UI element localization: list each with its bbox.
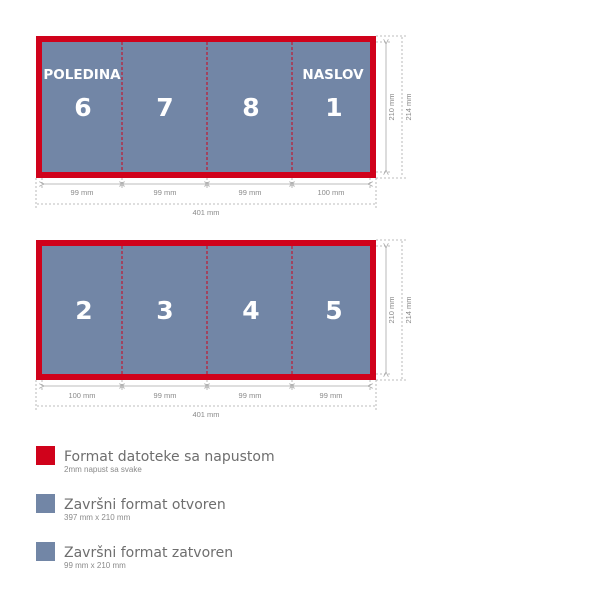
legend-subtitle: 2mm napust sa svake	[64, 465, 142, 474]
bottom-panel-number: 4	[242, 296, 259, 325]
bottom-panel-width-label: 100 mm	[68, 391, 95, 400]
legend: Format datoteke sa napustom 2mm napust s…	[36, 446, 275, 570]
bottom-panel-number: 2	[75, 296, 92, 325]
top-panel-number: 7	[156, 93, 173, 122]
bottom-panel-width-label: 99 mm	[320, 391, 343, 400]
legend-subtitle: 397 mm x 210 mm	[64, 513, 131, 522]
top-outer-height-label: 214 mm	[404, 93, 413, 120]
bottom-panel-number: 5	[325, 296, 342, 325]
bottom-layout: 2 3 4 5 100 mm 99 mm 99 mm 99 mm 401 mm	[35, 239, 413, 419]
top-panel-area	[42, 42, 370, 172]
bottom-panel-number: 3	[156, 296, 173, 325]
top-total-width-label: 401 mm	[192, 208, 219, 217]
legend-swatch-panel	[36, 494, 55, 513]
top-panel-number: 8	[242, 93, 259, 122]
top-panel-number: 1	[325, 93, 342, 122]
top-panel-width-label: 99 mm	[154, 188, 177, 197]
legend-swatch-panel	[36, 542, 55, 561]
top-panel-number: 6	[74, 93, 91, 122]
top-panel-label-front: NASLOV	[302, 67, 364, 83]
top-panel-label-back: POLEDINA	[43, 67, 121, 83]
bottom-panel-width-label: 99 mm	[239, 391, 262, 400]
legend-subtitle: 99 mm x 210 mm	[64, 561, 126, 570]
bottom-outer-height-label: 214 mm	[404, 296, 413, 323]
legend-title: Završni format otvoren	[64, 497, 226, 513]
top-inner-height-label: 210 mm	[387, 93, 396, 120]
bottom-inner-height-label: 210 mm	[387, 296, 396, 323]
bottom-panel-width-label: 99 mm	[154, 391, 177, 400]
bottom-total-width-label: 401 mm	[192, 410, 219, 419]
legend-title: Format datoteke sa napustom	[64, 449, 275, 465]
bottom-panel-area	[42, 246, 370, 374]
top-layout: POLEDINA NASLOV 6 7 8 1 99 mm 99 mm 99 m…	[35, 35, 413, 217]
top-panel-width-label: 99 mm	[71, 188, 94, 197]
top-panel-width-label: 100 mm	[317, 188, 344, 197]
legend-item-bleed: Format datoteke sa napustom 2mm napust s…	[36, 446, 275, 474]
legend-item-closed-format: Završni format zatvoren 99 mm x 210 mm	[36, 542, 233, 570]
legend-item-open-format: Završni format otvoren 397 mm x 210 mm	[36, 494, 226, 522]
legend-swatch-bleed	[36, 446, 55, 465]
top-panel-width-label: 99 mm	[239, 188, 262, 197]
legend-title: Završni format zatvoren	[64, 545, 233, 561]
